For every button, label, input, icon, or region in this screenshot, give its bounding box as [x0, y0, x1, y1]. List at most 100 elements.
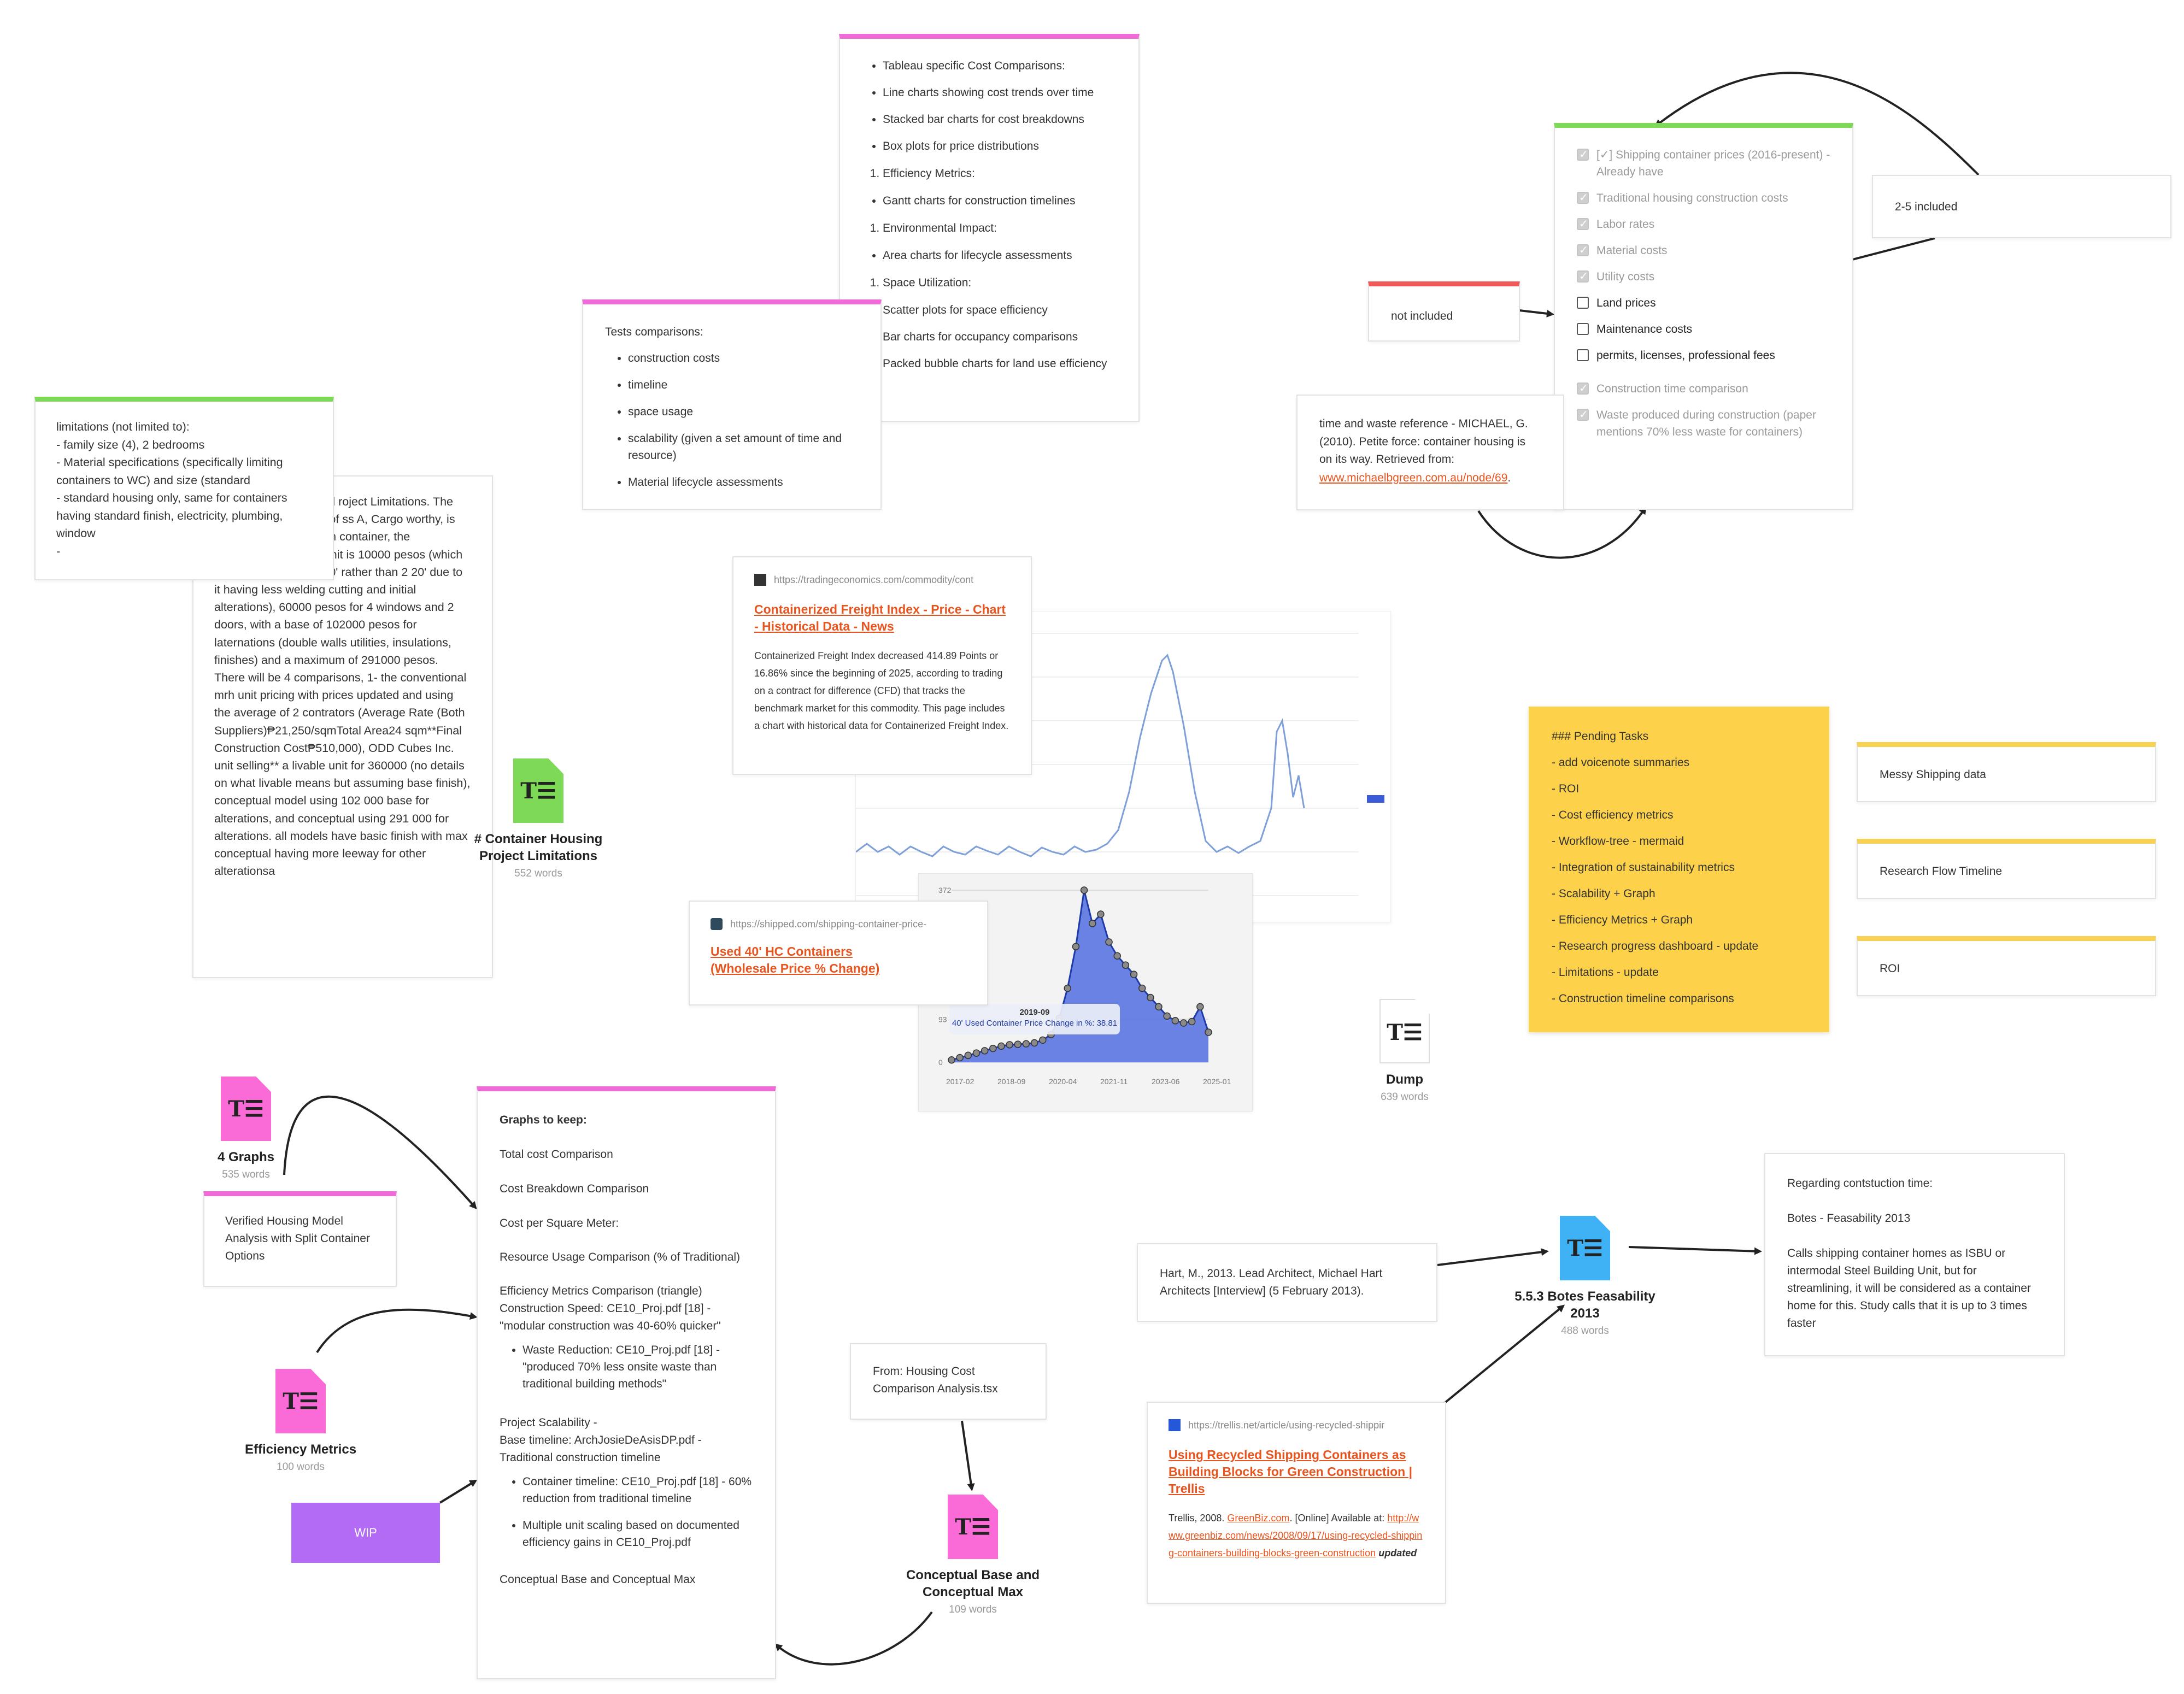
card-messy-shipping-data[interactable]: Messy Shipping data — [1857, 742, 2156, 802]
link-url-row: https://trellis.net/article/using-recycl… — [1169, 1419, 1424, 1431]
doc-dump[interactable]: T☰ Dump 639 words — [1339, 999, 1470, 1103]
graphs-item: Resource Usage Comparison (% of Traditio… — [500, 1251, 741, 1263]
graphs-item: Efficiency Metrics Comparison (triangle) — [500, 1285, 702, 1297]
checkbox-checked-icon[interactable] — [1577, 146, 1589, 163]
link-title[interactable]: Used 40' HC Containers (Wholesale Price … — [711, 944, 880, 975]
arrow-graphs-doc-to-note — [283, 1095, 477, 1209]
freight-price-marker — [1367, 795, 1384, 803]
graphs-bullets-2: Container timeline: CE10_Proj.pdf [18] -… — [500, 1473, 753, 1551]
checklist-item[interactable]: Traditional housing construction costs — [1577, 190, 1830, 207]
tableau-list-4: Scatter plots for space efficiency Bar c… — [860, 302, 1119, 372]
data-point — [1130, 970, 1138, 978]
pending-task-item: - Workflow-tree - mermaid — [1552, 835, 1684, 848]
trellis-desc-pre: Trellis, 2008. — [1169, 1513, 1228, 1524]
list-item: Stacked bar charts for cost breakdowns — [883, 111, 1119, 128]
checkbox-checked-icon[interactable] — [1577, 216, 1589, 233]
tableau-list-2: Gantt charts for construction timelines — [860, 192, 1119, 209]
checkbox-unchecked-icon[interactable] — [1577, 349, 1589, 361]
checklist-item[interactable]: permits, licenses, professional fees — [1577, 347, 1830, 364]
checklist-item[interactable]: Land prices — [1577, 295, 1830, 311]
checkbox-unchecked-icon[interactable] — [1577, 323, 1589, 335]
doc-title: # Container Housing Project Limitations — [474, 832, 603, 863]
list-item: construction costs — [628, 350, 859, 367]
data-point — [1064, 984, 1072, 992]
checkbox-checked-icon[interactable] — [1577, 268, 1589, 285]
trellis-desc-mid: . [Online] Available at: — [1289, 1513, 1388, 1524]
doc-title: Dump — [1386, 1072, 1423, 1087]
tests-note[interactable]: Tests comparisons: construction costs ti… — [582, 299, 882, 510]
link-title[interactable]: Using Recycled Shipping Containers as Bu… — [1169, 1448, 1413, 1496]
tableau-list: Tableau specific Cost Comparisons: Line … — [860, 57, 1119, 155]
checkbox-checked-icon[interactable] — [1577, 242, 1589, 259]
graphs-to-keep-note[interactable]: Graphs to keep: Total cost Comparison Co… — [477, 1086, 776, 1679]
numbered-list: Space Utilization: — [860, 274, 1119, 292]
data-point — [948, 1056, 955, 1064]
card-research-flow-timeline[interactable]: Research Flow Timeline — [1857, 839, 2156, 899]
arrow-michael-loop — [1477, 506, 1647, 559]
graphs-bullets: Waste Reduction: CE10_Proj.pdf [18] - "p… — [500, 1342, 753, 1392]
doc-4-graphs[interactable]: T☰ 4 Graphs 535 words — [205, 1077, 287, 1181]
michael-link[interactable]: www.michaelbgreen.com.au/node/69 — [1319, 471, 1508, 484]
construction-time-note[interactable]: Regarding contstuction time: Botes - Fea… — [1764, 1153, 2065, 1356]
doc-container-housing-limitations[interactable]: T☰ # Container Housing Project Limitatio… — [470, 758, 607, 880]
card-label: ROI — [1880, 962, 1900, 975]
checklist-item[interactable]: Maintenance costs — [1577, 321, 1830, 338]
doc-botes-feasability[interactable]: T☰ 5.5.3 Botes Feasability 2013 488 word… — [1514, 1216, 1656, 1337]
checklist-item[interactable]: Utility costs — [1577, 268, 1830, 285]
trellis-desc-link2[interactable]: http://www.greenbiz.com/news/2008/09/17/… — [1169, 1513, 1423, 1558]
checkbox-checked-icon[interactable] — [1577, 380, 1589, 397]
from-housing-cost-note[interactable]: From: Housing Cost Comparison Analysis.t… — [850, 1343, 1047, 1420]
checkbox-checked-icon[interactable] — [1577, 407, 1589, 424]
hart-interview-note[interactable]: Hart, M., 2013. Lead Architect, Michael … — [1137, 1243, 1437, 1322]
pending-task-item: - Research progress dashboard - update — [1552, 940, 1759, 952]
link-url-row: https://tradingeconomics.com/commodity/c… — [754, 574, 1010, 586]
pending-task-item: - Efficiency Metrics + Graph — [1552, 914, 1693, 926]
graphs-item: Cost Breakdown Comparison — [500, 1183, 649, 1195]
not-included-note[interactable]: not included — [1368, 281, 1520, 342]
checklist-item[interactable]: Waste produced during construction (pape… — [1577, 407, 1830, 440]
checkbox-unchecked-icon[interactable] — [1577, 297, 1589, 309]
checklist-item[interactable]: Material costs — [1577, 242, 1830, 259]
data-point — [964, 1051, 972, 1060]
checklist-label: permits, licenses, professional fees — [1596, 349, 1775, 362]
doc-efficiency-metrics[interactable]: T☰ Efficiency Metrics 100 words — [230, 1369, 372, 1473]
botes-text: Calls shipping container homes as ISBU o… — [1787, 1247, 2031, 1330]
pending-tasks-sticky[interactable]: ### Pending Tasks - add voicenote summar… — [1529, 707, 1829, 1032]
data-point — [1006, 1041, 1013, 1049]
list-item: Material lifecycle assessments — [628, 474, 859, 491]
trellis-link-card[interactable]: https://trellis.net/article/using-recycl… — [1147, 1402, 1446, 1604]
doc-wordcount: 488 words — [1561, 1325, 1609, 1337]
checklist-item[interactable]: Construction time comparison — [1577, 380, 1830, 397]
doc-wordcount: 109 words — [949, 1604, 997, 1615]
data-checklist[interactable]: [✓] Shipping container prices (2016-pres… — [1554, 123, 1853, 510]
tableau-note[interactable]: Tableau specific Cost Comparisons: Line … — [839, 34, 1140, 422]
data-point — [1147, 993, 1154, 1002]
freight-index-link-card[interactable]: https://tradingeconomics.com/commodity/c… — [732, 556, 1032, 775]
document-icon: T☰ — [275, 1369, 326, 1433]
doc-conceptual-base-max[interactable]: T☰ Conceptual Base and Conceptual Max 10… — [902, 1495, 1044, 1616]
wip-card[interactable]: WIP — [291, 1503, 440, 1563]
pending-task-item: - ROI — [1552, 783, 1580, 795]
card-roi[interactable]: ROI — [1857, 936, 2156, 996]
freight-series-line — [855, 654, 1305, 857]
card-label: Messy Shipping data — [1880, 768, 1986, 781]
list-item: Environmental Impact: — [883, 219, 1119, 237]
trellis-desc-link1[interactable]: GreenBiz.com — [1227, 1513, 1290, 1524]
x-tick-label: 2018-09 — [997, 1077, 1026, 1086]
shipped-link-card[interactable]: https://shipped.com/shipping-container-p… — [689, 901, 988, 1005]
list-item: Multiple unit scaling based on documente… — [522, 1517, 753, 1551]
michael-reference-note[interactable]: time and waste reference - MICHAEL, G. (… — [1296, 395, 1564, 510]
checklist-item[interactable]: [✓] Shipping container prices (2016-pres… — [1577, 146, 1830, 180]
doc-wordcount: 552 words — [514, 868, 562, 879]
included-note[interactable]: 2-5 included — [1872, 175, 2171, 238]
arrow-hart-to-botes — [1437, 1248, 1549, 1266]
verified-housing-note[interactable]: Verified Housing Model Analysis with Spl… — [203, 1191, 397, 1287]
wip-label: WIP — [354, 1526, 377, 1539]
graphs-item: Construction Speed: CE10_Proj.pdf [18] -… — [500, 1302, 721, 1332]
checkbox-checked-icon[interactable] — [1577, 190, 1589, 207]
checklist-item[interactable]: Labor rates — [1577, 216, 1830, 233]
link-title[interactable]: Containerized Freight Index - Price - Ch… — [754, 602, 1006, 633]
limitations-note[interactable]: limitations (not limited to): - family s… — [34, 397, 334, 580]
checklist-label: Utility costs — [1596, 270, 1655, 283]
